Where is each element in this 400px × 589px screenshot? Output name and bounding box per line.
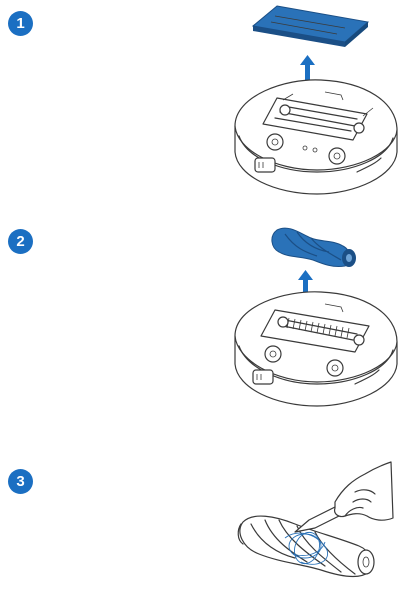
step-1: 1 [0,0,400,200]
robot-underside-illustration [225,0,400,200]
robot-brush-removal-illustration [225,218,400,423]
step-number-badge: 1 [8,11,33,36]
brush-cleaning-illustration [235,458,395,589]
step-3: 3 [0,458,400,589]
brush-cover-part [253,6,368,47]
step-number-badge: 3 [8,469,33,494]
step-number-badge: 2 [8,229,33,254]
step-2: 2 [0,218,400,428]
main-brush-part [272,228,356,267]
